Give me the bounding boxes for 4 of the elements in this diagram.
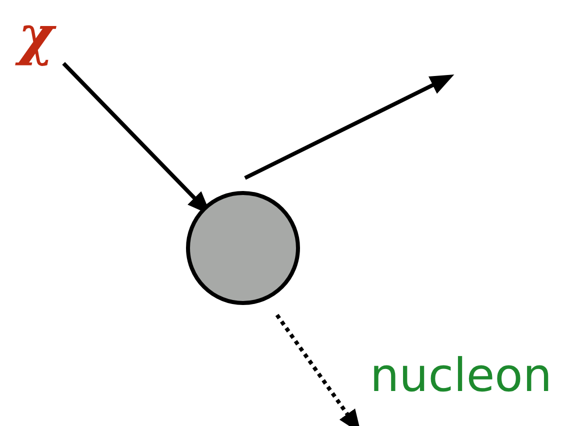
arrow: [275, 314, 362, 426]
edge-label: nucleon: [370, 352, 552, 398]
particle-symbol: χ: [14, 6, 58, 64]
arrow: [244, 74, 454, 180]
